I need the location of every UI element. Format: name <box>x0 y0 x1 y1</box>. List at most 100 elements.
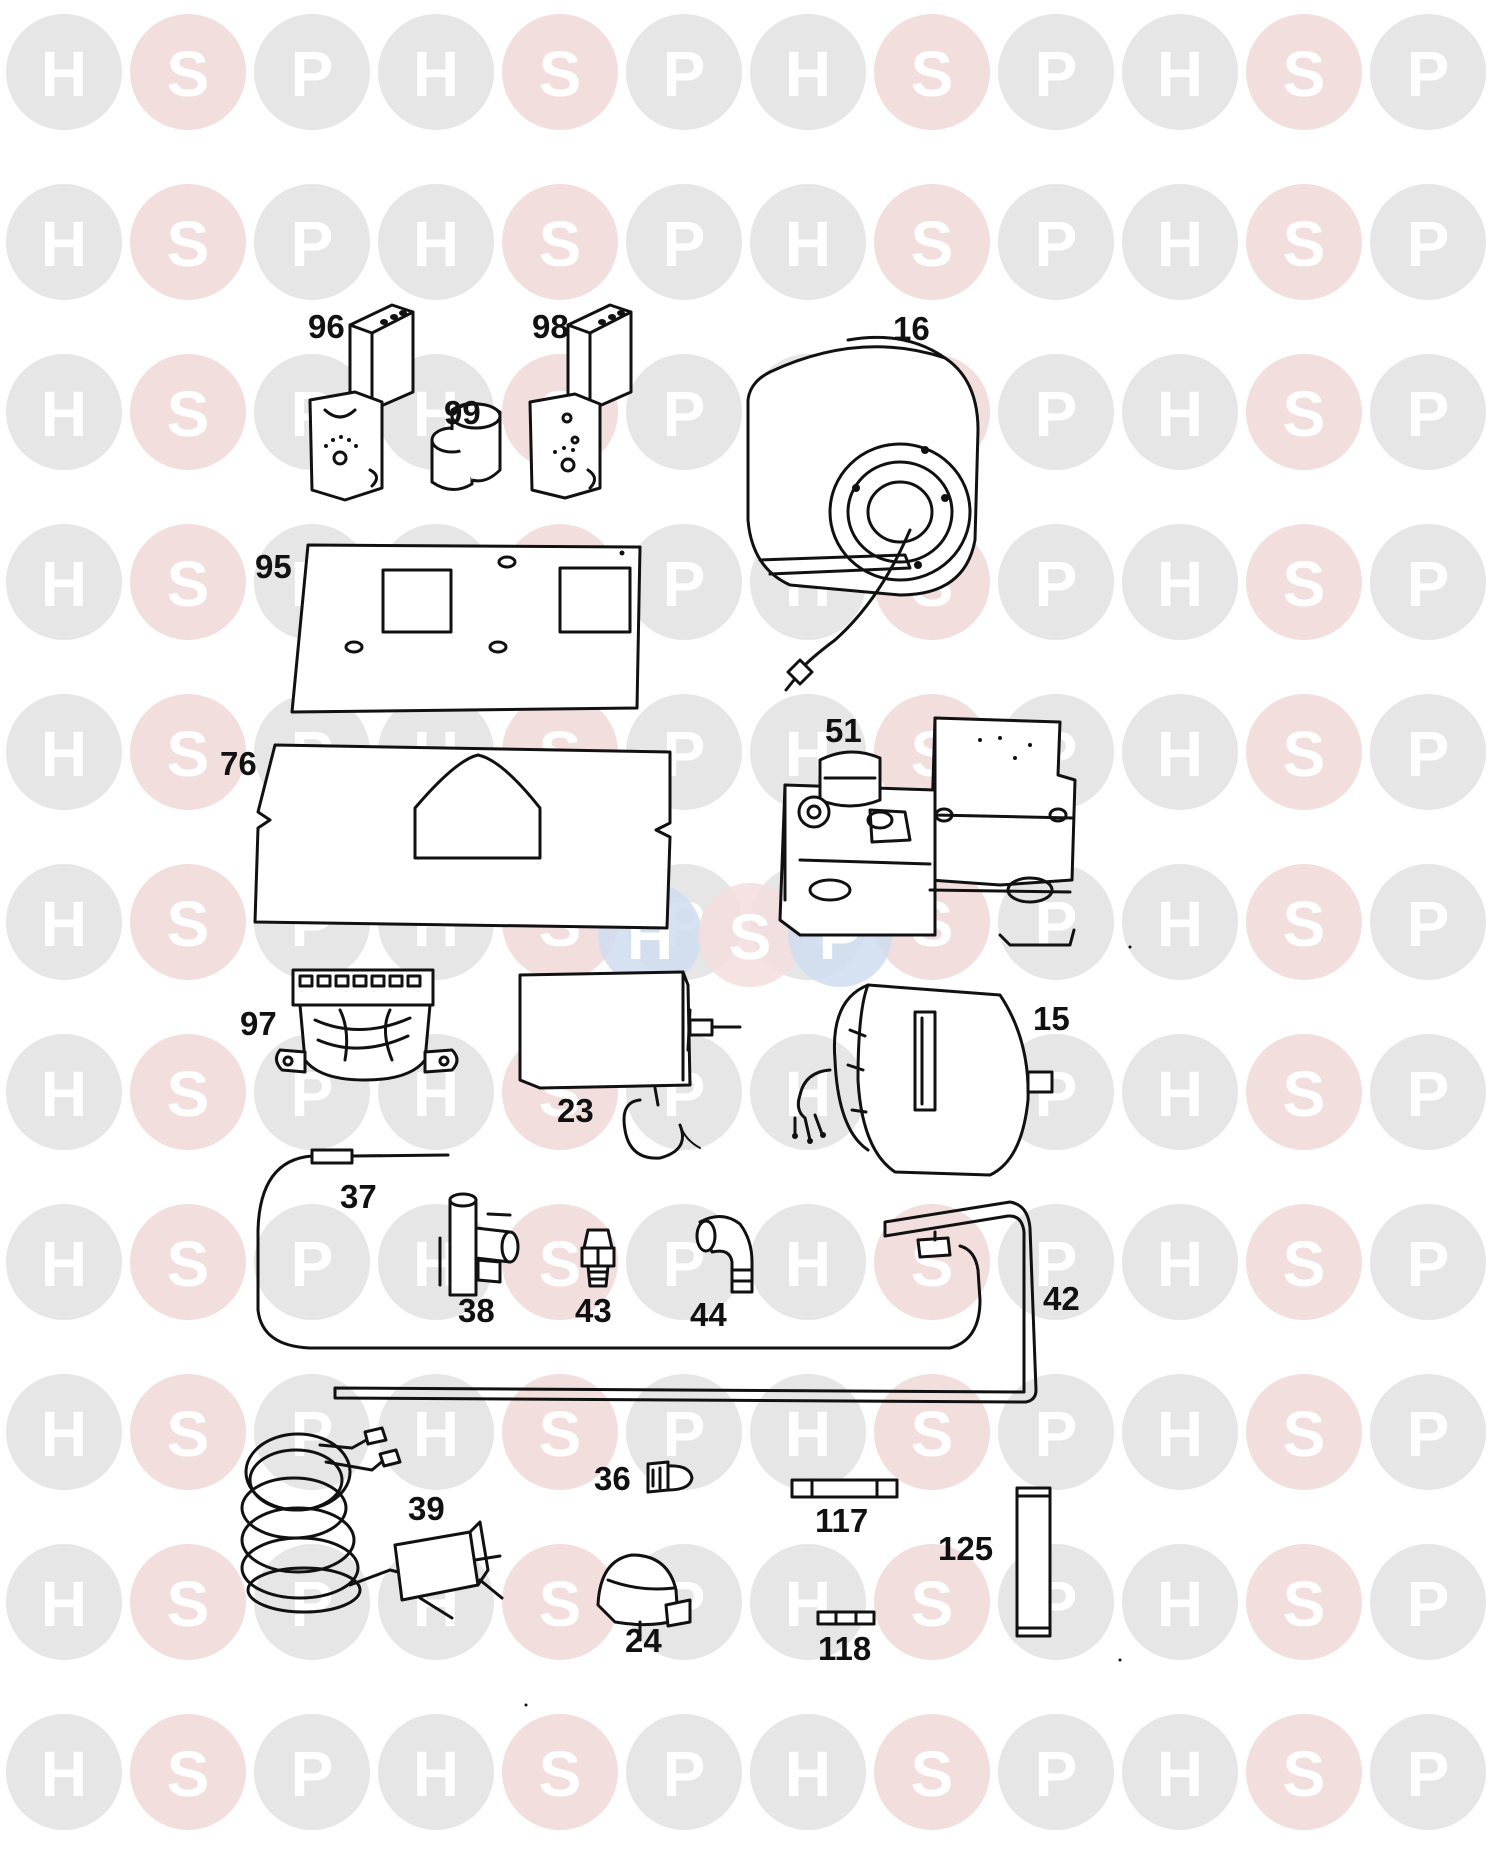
part-23[interactable]: 23 <box>518 970 742 1160</box>
part-label: 43 <box>575 1292 612 1329</box>
watermark-h-circle: H <box>750 1714 866 1830</box>
watermark-h-circle: H <box>6 1204 122 1320</box>
watermark-p-circle: P <box>254 14 370 130</box>
part-38[interactable]: 38 <box>438 1192 520 1329</box>
watermark-s-circle: S <box>502 1374 618 1490</box>
part-51[interactable]: 51 <box>778 712 1077 947</box>
svg-text:H: H <box>785 1738 831 1810</box>
watermark-p-circle: P <box>254 1714 370 1830</box>
fan-motor-icon <box>792 983 1054 1177</box>
watermark-p-circle: P <box>626 354 742 470</box>
svg-text:H: H <box>1157 1398 1203 1470</box>
part-label: 42 <box>1043 1280 1080 1317</box>
svg-text:H: H <box>41 1398 87 1470</box>
part-95[interactable]: 95 <box>255 543 642 714</box>
svg-text:S: S <box>1283 208 1326 280</box>
speck <box>1128 945 1132 949</box>
part-44[interactable]: 44 <box>690 1215 754 1333</box>
watermark-s-circle: S <box>1246 524 1362 640</box>
svg-text:S: S <box>167 1058 210 1130</box>
part-117[interactable]: 117 <box>790 1478 899 1539</box>
part-43[interactable]: 43 <box>575 1228 616 1329</box>
part-76[interactable]: 76 <box>220 743 672 930</box>
watermark-h-circle: H <box>6 694 122 810</box>
svg-text:P: P <box>1407 1398 1450 1470</box>
watermark-h-circle: H <box>750 1544 866 1660</box>
part-39[interactable]: 39 <box>240 1426 504 1620</box>
watermark-p-circle: P <box>626 1714 742 1830</box>
watermark-h-circle: H <box>6 1374 122 1490</box>
svg-text:H: H <box>41 378 87 450</box>
plug-icon <box>646 1460 694 1494</box>
part-label: 24 <box>625 1622 662 1659</box>
svg-text:H: H <box>41 1738 87 1810</box>
part-24[interactable]: 24 <box>596 1553 692 1659</box>
svg-text:S: S <box>1283 1738 1326 1810</box>
gasket-plate-icon <box>290 543 642 714</box>
part-99[interactable]: 99 <box>430 394 502 491</box>
watermark-h-circle: H <box>6 1544 122 1660</box>
svg-text:S: S <box>167 38 210 110</box>
watermark-p-circle: P <box>1370 1714 1486 1830</box>
part-36[interactable]: 36 <box>594 1460 694 1497</box>
svg-text:H: H <box>1157 1738 1203 1810</box>
injector-icon <box>580 1228 616 1288</box>
part-98[interactable]: 98 <box>528 303 633 500</box>
watermark-s-circle: S <box>130 864 246 980</box>
watermark-s-circle: S <box>502 184 618 300</box>
watermark-h-circle: H <box>1122 1544 1238 1660</box>
svg-text:H: H <box>785 208 831 280</box>
svg-text:P: P <box>291 1738 334 1810</box>
part-97[interactable]: 97 <box>240 968 459 1082</box>
pilot-pipe-icon <box>333 1200 1038 1404</box>
control-box-icon <box>518 970 742 1160</box>
svg-text:H: H <box>41 548 87 620</box>
part-label: 95 <box>255 548 292 585</box>
watermark-p-circle: P <box>1370 184 1486 300</box>
part-37[interactable]: 37 <box>256 1148 982 1350</box>
part-label: 15 <box>1033 1000 1070 1037</box>
center-logo-s: S <box>698 883 802 987</box>
svg-text:S: S <box>911 208 954 280</box>
svg-text:S: S <box>167 1398 210 1470</box>
watermark-h-circle: H <box>1122 864 1238 980</box>
svg-text:P: P <box>1407 1568 1450 1640</box>
part-15[interactable]: 15 <box>792 983 1070 1177</box>
watermark-p-circle: P <box>998 354 1114 470</box>
svg-text:S: S <box>1283 378 1326 450</box>
thermocouple-icon <box>256 1148 982 1350</box>
svg-text:H: H <box>785 1568 831 1640</box>
part-42[interactable]: 42 <box>333 1200 1080 1404</box>
watermark-p-circle: P <box>998 864 1114 980</box>
watermark-h-circle: H <box>378 184 494 300</box>
svg-text:H: H <box>41 1228 87 1300</box>
part-label: 44 <box>690 1296 727 1333</box>
watermark-s-circle: S <box>1246 1374 1362 1490</box>
svg-text:P: P <box>663 208 706 280</box>
svg-text:S: S <box>1283 888 1326 960</box>
svg-text:H: H <box>1157 1568 1203 1640</box>
watermark-s-circle: S <box>130 184 246 300</box>
part-label: 36 <box>594 1460 631 1497</box>
part-16[interactable]: 16 <box>746 310 980 692</box>
part-118[interactable]: 118 <box>816 1610 876 1667</box>
svg-text:H: H <box>1157 208 1203 280</box>
watermark-p-circle: P <box>1370 1374 1486 1490</box>
watermark-s-circle: S <box>130 354 246 470</box>
svg-text:H: H <box>785 38 831 110</box>
part-label: 51 <box>825 712 862 749</box>
watermark-h-circle: H <box>750 14 866 130</box>
watermark-p-circle: P <box>998 14 1114 130</box>
grommet-icon <box>430 402 502 491</box>
part-96[interactable]: 96 <box>308 303 415 502</box>
svg-text:P: P <box>1035 1398 1078 1470</box>
watermark-p-circle: P <box>254 1204 370 1320</box>
svg-text:P: P <box>1407 1738 1450 1810</box>
electrode-bracket-icon <box>528 303 633 500</box>
part-125[interactable]: 125 <box>938 1486 1052 1638</box>
watermark-h-circle: H <box>378 1714 494 1830</box>
svg-text:S: S <box>167 548 210 620</box>
gasket-icon <box>253 743 672 930</box>
svg-text:S: S <box>539 1568 582 1640</box>
svg-text:P: P <box>663 38 706 110</box>
